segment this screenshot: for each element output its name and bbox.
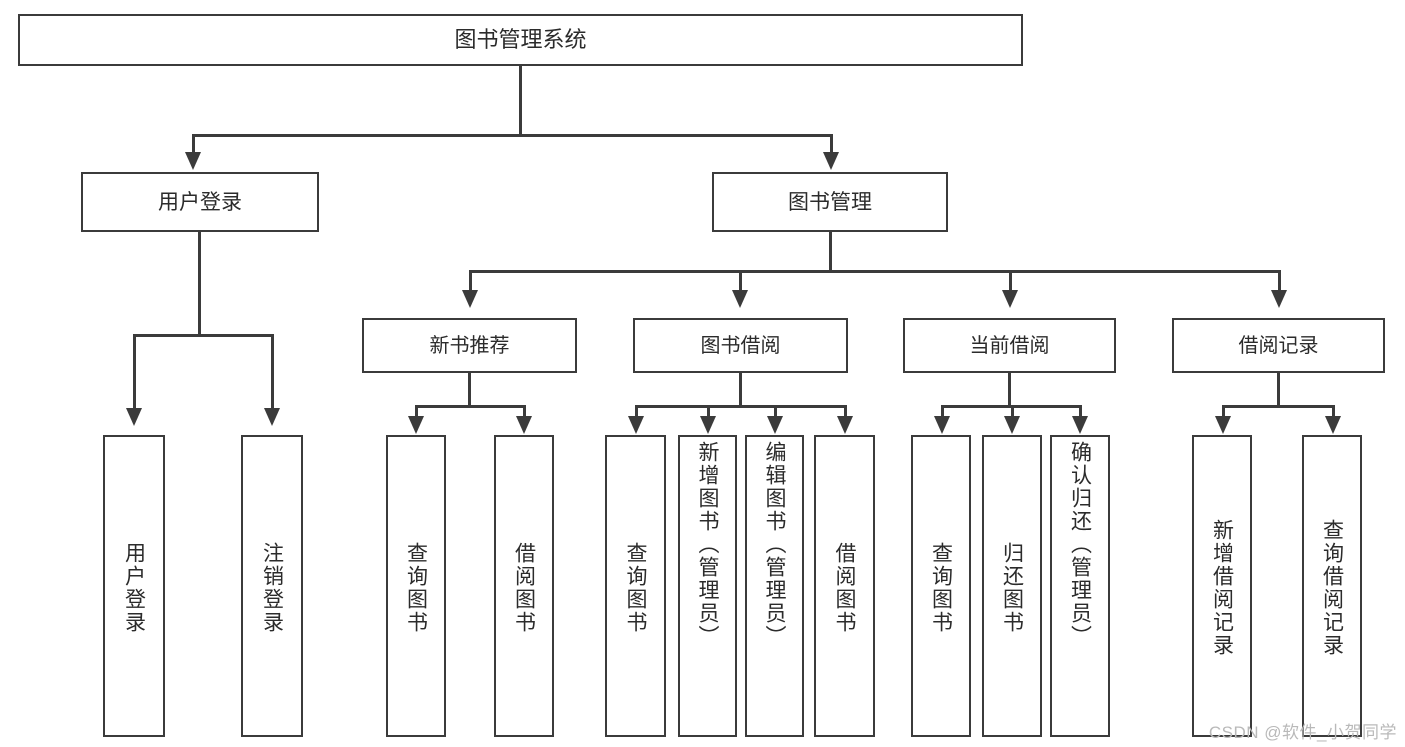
node-leaf-query-book-rec[interactable]: 查询图书	[386, 435, 446, 737]
node-label: 图书管理	[788, 190, 872, 214]
connector-book-manage-bar	[469, 270, 1280, 273]
arrowhead-to-leaf-borrow-book	[837, 416, 853, 434]
node-label: 查询图书	[404, 542, 428, 634]
node-label: 查询借阅记录	[1320, 519, 1344, 657]
arrowhead-to-leaf-add-book-admin	[700, 416, 716, 434]
node-label: 新增借阅记录	[1210, 519, 1234, 657]
connector-user-login-stem	[198, 232, 201, 336]
arrowhead-to-leaf-query-borrow-record	[1325, 416, 1341, 434]
arrowhead-to-leaf-add-borrow-record	[1215, 416, 1231, 434]
connector-root-drop-right	[830, 134, 833, 156]
connector-root-bar	[192, 134, 832, 137]
connector-bb-drop-2	[707, 405, 710, 419]
node-label: 新书推荐	[429, 334, 510, 357]
connector-bb-drop-3	[774, 405, 777, 419]
node-user-login[interactable]: 用户登录	[81, 172, 319, 232]
node-book-borrow[interactable]: 图书借阅	[633, 318, 848, 373]
arrowhead-to-new-book-recommend	[462, 290, 478, 308]
node-label: 当前借阅	[969, 334, 1050, 357]
arrowhead-to-leaf-borrow-book-rec	[516, 416, 532, 434]
connector-user-login-bar	[133, 334, 273, 337]
node-label: 借阅图书	[833, 542, 856, 634]
connector-cb-drop-3	[1079, 405, 1082, 419]
connector-user-login-drop-2	[271, 334, 274, 410]
connector-nbr-drop-1	[415, 405, 418, 419]
node-leaf-query-book-borrow[interactable]: 查询图书	[605, 435, 666, 737]
arrowhead-to-leaf-query-book-current	[934, 416, 950, 434]
node-current-borrow[interactable]: 当前借阅	[903, 318, 1116, 373]
node-label: 图书管理系统	[454, 27, 587, 52]
connector-book-manage-drop-4	[1278, 270, 1281, 292]
node-leaf-query-borrow-record[interactable]: 查询借阅记录	[1302, 435, 1362, 737]
connector-cb-drop-2	[1011, 405, 1014, 419]
connector-root-drop-left	[192, 134, 195, 156]
node-label: 编辑图书（管理员）	[763, 441, 786, 648]
arrowhead-to-leaf-logout-login	[264, 408, 280, 426]
node-label: 注销登录	[260, 542, 284, 634]
arrowhead-to-leaf-query-book-rec	[408, 416, 424, 434]
arrowhead-to-leaf-edit-book-admin	[767, 416, 783, 434]
node-label: 查询图书	[624, 542, 647, 634]
node-leaf-confirm-return-admin[interactable]: 确认归还（管理员）	[1050, 435, 1110, 737]
node-leaf-query-book-current[interactable]: 查询图书	[911, 435, 971, 737]
arrowhead-to-leaf-query-book-borrow	[628, 416, 644, 434]
node-leaf-return-book[interactable]: 归还图书	[982, 435, 1042, 737]
node-book-manage[interactable]: 图书管理	[712, 172, 948, 232]
connector-bb-stem	[739, 373, 742, 407]
node-leaf-edit-book-admin[interactable]: 编辑图书（管理员）	[745, 435, 804, 737]
connector-root-stem	[519, 66, 522, 135]
connector-br-drop-2	[1332, 405, 1335, 419]
node-label: 查询图书	[929, 542, 953, 634]
connector-br-bar	[1222, 405, 1334, 408]
node-label: 图书借阅	[700, 334, 781, 357]
arrowhead-to-book-manage	[823, 152, 839, 170]
connector-nbr-bar	[415, 405, 525, 408]
node-leaf-borrow-book-rec[interactable]: 借阅图书	[494, 435, 554, 737]
node-label: 借阅图书	[512, 542, 536, 634]
connector-bb-drop-4	[844, 405, 847, 419]
arrowhead-to-leaf-user-login	[126, 408, 142, 426]
node-new-book-recommend[interactable]: 新书推荐	[362, 318, 577, 373]
arrowhead-to-user-login	[185, 152, 201, 170]
arrowhead-to-leaf-return-book	[1004, 416, 1020, 434]
node-label: 借阅记录	[1238, 334, 1319, 357]
connector-nbr-drop-2	[523, 405, 526, 419]
connector-cb-stem	[1008, 373, 1011, 407]
connector-user-login-drop-1	[133, 334, 136, 410]
node-leaf-logout-login[interactable]: 注销登录	[241, 435, 303, 737]
connector-nbr-stem	[468, 373, 471, 407]
connector-bb-bar	[635, 405, 846, 408]
arrowhead-to-borrow-record	[1271, 290, 1287, 308]
connector-bb-drop-1	[635, 405, 638, 419]
connector-book-manage-drop-1	[469, 270, 472, 292]
node-label: 用户登录	[122, 542, 146, 634]
node-leaf-user-login[interactable]: 用户登录	[103, 435, 165, 737]
arrowhead-to-book-borrow	[732, 290, 748, 308]
node-label: 用户登录	[158, 190, 242, 214]
node-leaf-add-book-admin[interactable]: 新增图书（管理员）	[678, 435, 737, 737]
node-label: 新增图书（管理员）	[696, 441, 719, 648]
arrowhead-to-leaf-confirm-return-admin	[1072, 416, 1088, 434]
connector-br-stem	[1277, 373, 1280, 407]
node-leaf-borrow-book[interactable]: 借阅图书	[814, 435, 875, 737]
node-label: 确认归还（管理员）	[1068, 441, 1092, 648]
node-leaf-add-borrow-record[interactable]: 新增借阅记录	[1192, 435, 1252, 737]
connector-book-manage-drop-2	[739, 270, 742, 292]
node-root-图书管理系统[interactable]: 图书管理系统	[18, 14, 1023, 66]
connector-book-manage-stem	[829, 232, 832, 272]
connector-br-drop-1	[1222, 405, 1225, 419]
node-label: 归还图书	[1000, 542, 1024, 634]
connector-cb-drop-1	[941, 405, 944, 419]
connector-book-manage-drop-3	[1009, 270, 1012, 292]
arrowhead-to-current-borrow	[1002, 290, 1018, 308]
node-borrow-record[interactable]: 借阅记录	[1172, 318, 1385, 373]
